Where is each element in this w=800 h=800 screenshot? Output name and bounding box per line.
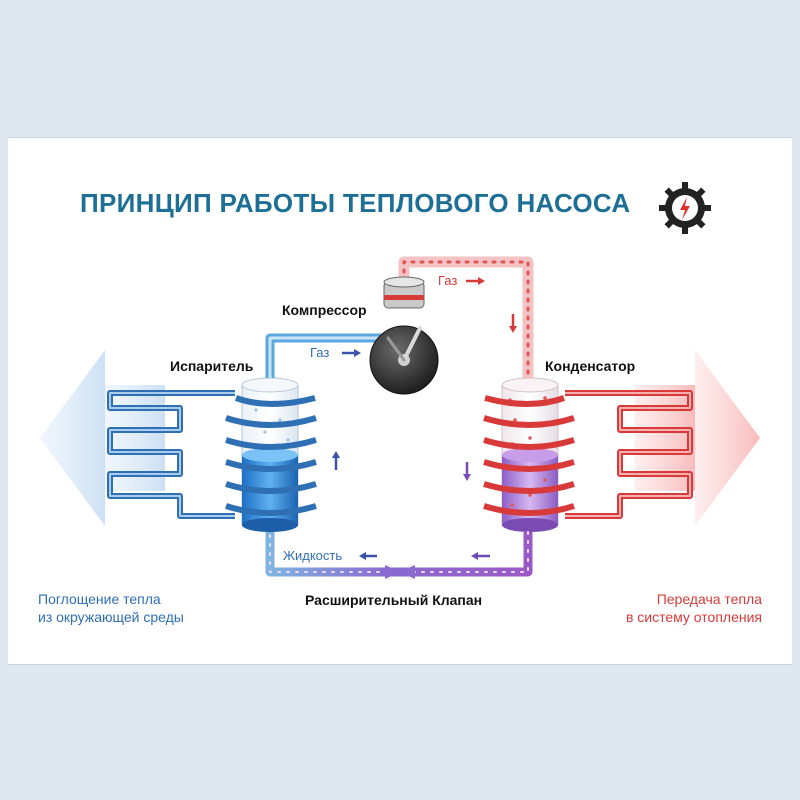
evaporator-helix [225, 395, 317, 516]
condenser-helix [483, 395, 575, 516]
valve-label: Расширительный Клапан [305, 592, 483, 608]
compressor [369, 276, 439, 395]
left-heat-arrow [40, 350, 105, 526]
flow-arrow-down-right [509, 314, 517, 333]
evaporator-label: Испаритель [170, 358, 254, 374]
flow-arrow-liquid [359, 552, 377, 560]
absorb-caption-line1: Поглощение тепла [38, 591, 161, 607]
page-title: ПРИНЦИП РАБОТЫ ТЕПЛОВОГО НАСОСА [80, 188, 631, 218]
flow-liquid: Жидкость [283, 548, 343, 563]
transfer-caption-line1: Передача тепла [656, 591, 762, 607]
flow-arrow-left-purple [471, 552, 490, 560]
flow-gas-top: Газ [438, 273, 458, 288]
flow-gas-left: Газ [310, 345, 330, 360]
absorb-caption: Поглощение тепла из окружающей среды [38, 590, 184, 626]
right-heat-arrow [695, 350, 760, 526]
expansion-valve [385, 565, 400, 579]
compressor-label: Компрессор [282, 302, 367, 318]
flow-arrow-gas-left [342, 349, 361, 357]
gear-logo-icon [659, 182, 711, 234]
absorb-caption-line2: из окружающей среды [38, 609, 184, 625]
flow-arrow-down-purple [463, 462, 471, 481]
transfer-caption: Передача тепла в систему отопления [626, 590, 762, 626]
flow-arrow-up-blue [332, 451, 340, 470]
transfer-caption-line2: в систему отопления [625, 609, 762, 625]
flow-arrow-gas-top [466, 277, 485, 285]
condenser-label: Конденсатор [545, 358, 636, 374]
